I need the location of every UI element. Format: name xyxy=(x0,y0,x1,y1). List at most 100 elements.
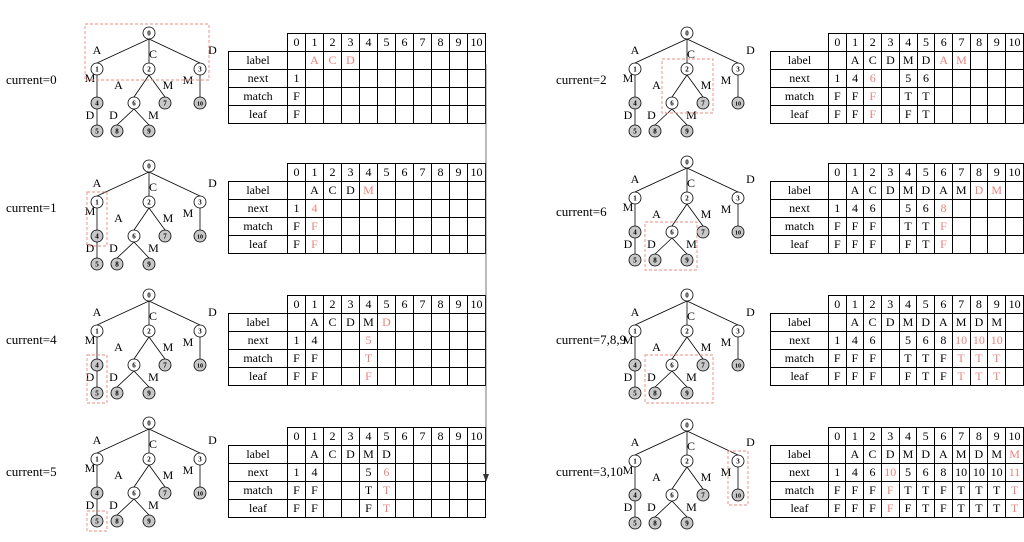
table-cell xyxy=(395,313,414,332)
edge-label: M xyxy=(183,206,194,220)
table-cell: M xyxy=(1005,445,1024,464)
tree-node-label: 2 xyxy=(147,456,151,464)
table-cell: T xyxy=(1005,481,1024,500)
tree-edge xyxy=(634,38,688,64)
table-cell xyxy=(377,217,396,236)
tree-node-label: 1 xyxy=(95,199,99,207)
tree-edge xyxy=(148,207,166,231)
row-label: match xyxy=(770,217,829,236)
column-index: 2 xyxy=(323,295,342,314)
tree-edge xyxy=(686,38,739,64)
edge-label: D xyxy=(208,43,217,57)
column-index: 4 xyxy=(898,163,918,182)
table-cell xyxy=(413,481,432,500)
table-cell: T xyxy=(951,499,971,518)
tree-node-label: 9 xyxy=(685,390,689,398)
tree-node-0 xyxy=(680,155,694,169)
column-index: 7 xyxy=(951,427,971,446)
table-cell xyxy=(377,51,396,70)
table-cell xyxy=(395,105,414,124)
tree-edge xyxy=(133,464,150,488)
tree-node-label: 5 xyxy=(95,261,99,269)
edge-label: C xyxy=(687,47,695,61)
table-cell xyxy=(449,181,468,200)
table-cell xyxy=(987,217,1007,236)
row-label: leaf xyxy=(228,367,288,386)
table-cell: F xyxy=(934,217,953,236)
table-cell xyxy=(287,51,306,70)
edge-label: M xyxy=(85,461,96,475)
column-index: 3 xyxy=(880,163,900,182)
edge-label: M xyxy=(686,108,697,122)
column-index: 6 xyxy=(934,427,953,446)
tree-node-10 xyxy=(193,358,207,372)
tree-node-3 xyxy=(193,62,207,76)
table-cell: M xyxy=(951,445,971,464)
tree-node-label: 1 xyxy=(633,66,637,74)
column-index: 4 xyxy=(898,295,918,314)
table-cell: C xyxy=(323,445,342,464)
table-cell xyxy=(431,199,450,218)
table-cell xyxy=(287,181,306,200)
table-cell xyxy=(881,69,900,88)
table-cell xyxy=(341,217,360,236)
column-index: 1 xyxy=(845,163,865,182)
table-cell: 4 xyxy=(305,463,324,482)
column-index: 8 xyxy=(969,33,989,52)
table-cell xyxy=(341,235,360,254)
tree-node-label: 9 xyxy=(685,257,689,265)
table-cell: M xyxy=(952,51,971,70)
tree-node-0 xyxy=(142,288,156,302)
table-cell: M xyxy=(898,51,918,70)
tree-edge xyxy=(148,38,201,64)
column-index: 1 xyxy=(305,427,324,446)
edge-label: M xyxy=(623,463,634,477)
tree-node-5 xyxy=(628,386,642,400)
table-cell: C xyxy=(863,181,882,200)
edge-label: M xyxy=(721,335,732,349)
table-cell xyxy=(341,331,360,350)
tree-node-label: 1 xyxy=(95,328,99,336)
table-cell xyxy=(413,313,432,332)
table-cell: F xyxy=(934,499,953,518)
table-cell xyxy=(827,445,847,464)
table-cell xyxy=(951,199,971,218)
column-index: 6 xyxy=(395,163,414,182)
edge-label: M xyxy=(163,211,174,225)
tree-node-0 xyxy=(680,26,694,40)
table-corner xyxy=(229,34,288,52)
column-index: 6 xyxy=(395,33,414,52)
table-cell: F xyxy=(845,87,865,106)
table-cell xyxy=(395,217,414,236)
table-cell: A xyxy=(934,181,953,200)
table-cell: D xyxy=(916,313,935,332)
table-cell xyxy=(449,69,468,88)
table-cell: 5 xyxy=(898,331,918,350)
table-cell xyxy=(880,367,900,386)
edge-label: A xyxy=(631,305,640,319)
tree-edge xyxy=(133,74,150,98)
table-cell: A xyxy=(934,313,953,332)
tree-node-label: 7 xyxy=(701,100,705,108)
tree-node-3 xyxy=(731,191,745,205)
table-cell: T xyxy=(898,217,918,236)
edge-label: C xyxy=(687,309,695,323)
tree-node-label: 9 xyxy=(147,261,151,269)
table-cell: 11 xyxy=(1005,463,1024,482)
column-index: 8 xyxy=(969,163,989,182)
table-cell: D xyxy=(969,445,989,464)
tree-edge xyxy=(96,300,150,326)
table-cell: M xyxy=(987,181,1007,200)
edge-label: C xyxy=(149,437,157,451)
table-cell xyxy=(377,349,396,368)
table-cell xyxy=(1005,87,1024,106)
table-corner xyxy=(771,296,829,314)
table-cell: 8 xyxy=(934,199,953,218)
row-label: next xyxy=(770,199,829,218)
table-cell: M xyxy=(898,445,918,464)
table-cell xyxy=(377,181,396,200)
